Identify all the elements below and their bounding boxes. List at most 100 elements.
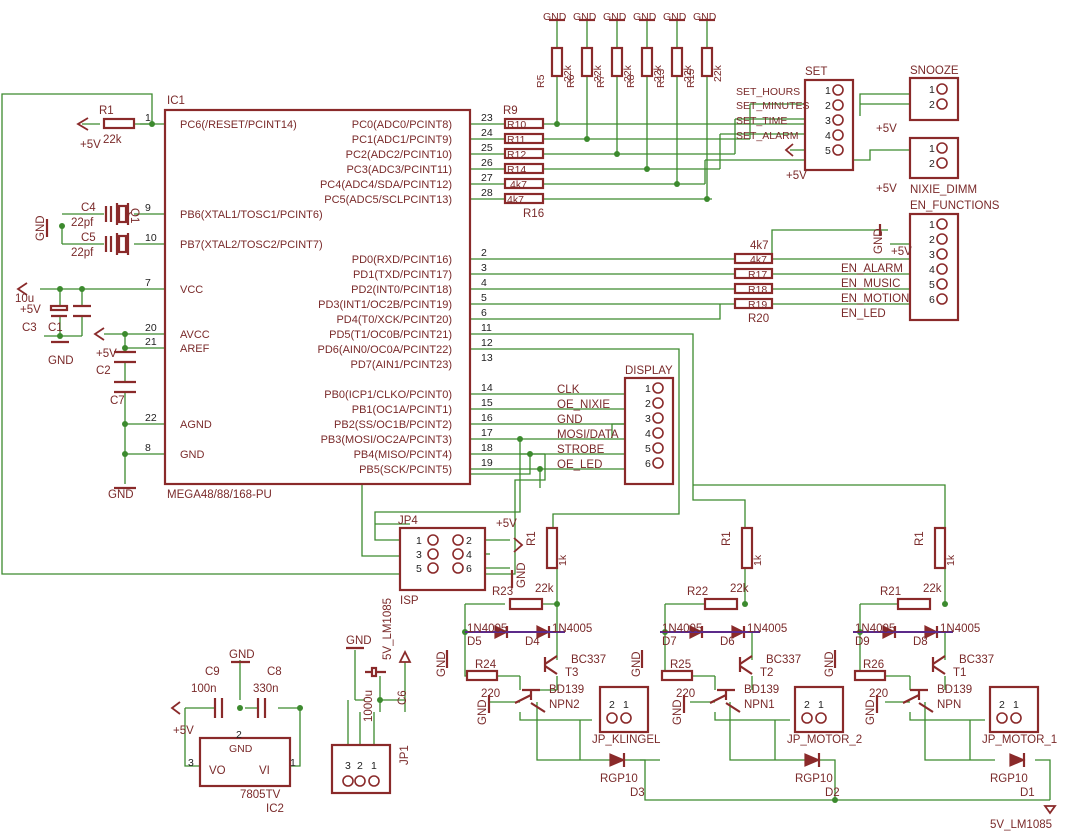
power-transistor-icon (514, 688, 546, 713)
set-line-4: SET_ALARM (736, 130, 798, 142)
gnd-label-top: GND (633, 11, 657, 23)
header-pin (620, 712, 632, 724)
header-snooze: SNOOZE +5V (876, 65, 960, 135)
header-pin-number: 2 (929, 99, 935, 111)
gnd-label-top: GND (603, 11, 627, 23)
mcu-pin-number: 25 (481, 142, 493, 154)
mcu-ref: IC1 (167, 95, 185, 107)
mcu-pin-number: 13 (481, 352, 493, 364)
en-supply-label: +5V (891, 246, 912, 258)
diode-part-2: 1N4005 (940, 623, 980, 635)
header-pin-number: 1 (371, 760, 377, 772)
resistor-r1: R1 22k +5V (76, 105, 136, 151)
header-pin-number: 1 (623, 699, 629, 711)
gnd-label-c3: GND (48, 355, 74, 367)
c3-name: C3 (22, 322, 37, 334)
transistor-part: BC337 (959, 654, 994, 666)
c7-name: C7 (110, 395, 125, 407)
snooze-supply-label: +5V (876, 123, 897, 135)
mcu-pin-number: 3 (481, 262, 487, 274)
header-pin-number: 4 (466, 549, 472, 561)
c5-name: C5 (81, 232, 96, 244)
mcu-pin-number: 4 (481, 277, 487, 289)
c2-supply-label: +5V (96, 348, 117, 360)
disp-line-4: MOSI/DATA (557, 429, 619, 441)
header-pin-number: 6 (929, 294, 935, 306)
avcc-arrow-icon (93, 327, 105, 341)
gnd-label-npn: GND (865, 699, 877, 725)
diode-part: 1N4005 (467, 623, 507, 635)
mcu-pin-name: AVCC (180, 329, 210, 341)
header-pin-number: 3 (345, 760, 351, 772)
reg-gnd-pin: GND (229, 743, 253, 755)
diode-name-b: D4 (525, 636, 540, 648)
mcu-pin-number: 1 (145, 112, 151, 124)
power-transistor-name: NPN1 (744, 699, 775, 711)
mcu-pin-number: 7 (145, 277, 151, 289)
mcu-pin-number: 8 (145, 442, 151, 454)
c3-value: 10u (15, 293, 34, 305)
header-pin (936, 142, 948, 154)
pulldown-value: 22k (652, 64, 664, 82)
motor-header-name: JP_MOTOR_2 (787, 734, 862, 746)
reg-out-arrow-icon (170, 701, 181, 715)
diode-name-a: D5 (467, 636, 482, 648)
mcu-pin-name: PB0(ICP1/CLKO/PCINT0) (324, 389, 452, 401)
mcu-pin-name: PD4(T0/XCK/PCINT20) (336, 314, 452, 326)
mcu-pin-name: PB7(XTAL2/TOSC2/PCINT7) (180, 239, 323, 251)
mcu-pin-number: 17 (481, 427, 493, 439)
jp1-name: JP1 (399, 745, 411, 765)
header-pin (996, 712, 1008, 724)
header-pin-number: 5 (645, 443, 651, 455)
header-pin-number: 3 (416, 549, 422, 561)
isp-supply-arrow-icon (513, 537, 524, 553)
mcu-pin-name: PD5(T1/OC0B/PCINT21) (329, 329, 452, 341)
header-pin (652, 427, 664, 439)
motor-header (598, 685, 650, 734)
supply-flag-icon (398, 649, 412, 663)
header-pin-number: 1 (416, 535, 422, 547)
mcu-pin-name: PD2(INT0/PCINT18) (351, 284, 452, 296)
pulldown-resistor (610, 46, 624, 78)
motor-header (988, 685, 1040, 734)
base-resistor-value: 1k (752, 554, 764, 566)
gnd-label-top: GND (573, 11, 597, 23)
en-line-1: EN_ALARM (841, 263, 903, 275)
flyback-diode-icon (609, 753, 626, 767)
power-transistor-name: NPN (937, 699, 961, 711)
reg-pin-number: 2 (236, 729, 242, 741)
bias-resistor-value: 22k (923, 583, 942, 595)
header-pin (368, 775, 380, 787)
header-pin (606, 712, 618, 724)
power-transistor-icon (709, 688, 741, 713)
set-line-3: SET_TIME (736, 115, 787, 127)
transistor-icon (738, 655, 753, 675)
header-pin-number: 1 (825, 85, 831, 97)
header-pin-number: 6 (645, 458, 651, 470)
mcu-ic1: IC1 MEGA48/88/168-PU PC6(/RESET/PCINT14)… (145, 95, 493, 501)
ic2-name: IC2 (266, 803, 284, 815)
mcu-left-pins: PC6(/RESET/PCINT14)1PB6(XTAL1/TOSC1/PCIN… (145, 112, 323, 461)
header-pin (832, 84, 844, 96)
motor-header-name: JP_KLINGEL (592, 734, 661, 746)
base-resistor-name: R1 (721, 531, 733, 546)
mcu-pin-name: GND (180, 449, 205, 461)
en-line-2: EN_MUSIC (841, 278, 900, 290)
mcu-pin-number: 11 (481, 322, 492, 334)
r1-supply-label: +5V (80, 139, 101, 151)
r11-name: R11 (507, 134, 526, 146)
snooze-title: SNOOZE (910, 65, 959, 77)
mcu-pin-number: 27 (481, 172, 493, 184)
c8-name: C8 (267, 666, 282, 678)
bias-resistor-value: 22k (535, 583, 554, 595)
pulldown-value: 22k (622, 64, 634, 82)
set-line-2: SET_MINUTES (736, 100, 810, 112)
resistors-pc: R9 R10 R11 R12 R14 4k7 4k7 R16 (503, 105, 544, 220)
mcu-pin-name: PC5(ADC5/SCLPCINT13) (324, 194, 452, 206)
gnd-label-driver: GND (436, 651, 448, 677)
mcu-pin-name: PC1(ADC1/PCINT9) (352, 134, 452, 146)
